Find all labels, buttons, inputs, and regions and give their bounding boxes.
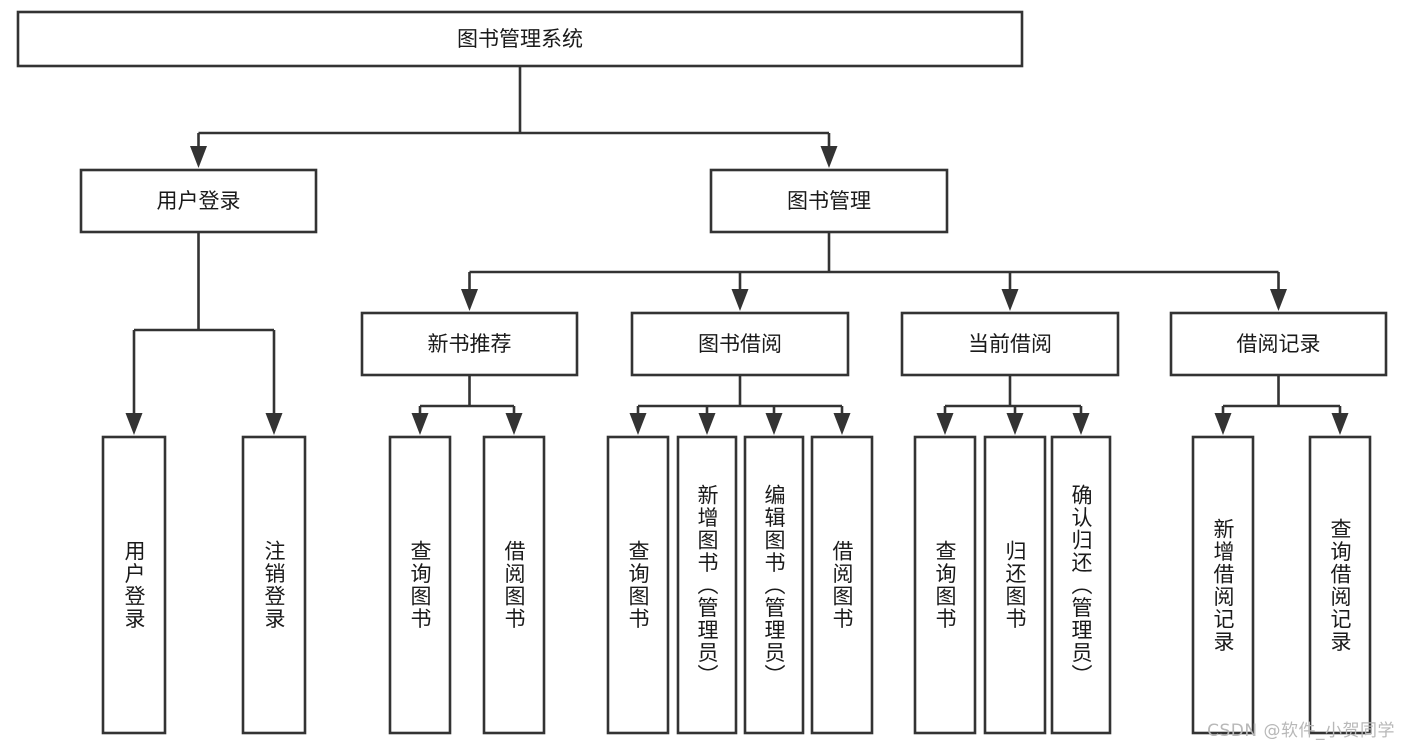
node-label-book-borrow: 图书借阅 (698, 332, 782, 356)
arrow-head-icon (731, 289, 749, 311)
edges-layer (125, 66, 1349, 435)
watermark: CSDN @软件_小贺同学 (1207, 721, 1395, 741)
node-box-leaf-borrow-book-2[interactable] (810, 435, 874, 735)
nodes-layer (16, 10, 1388, 735)
node-label-root: 图书管理系统 (457, 27, 583, 51)
arrow-head-icon (1214, 413, 1232, 435)
arrow-head-icon (698, 413, 716, 435)
node-label-book-manage: 图书管理 (787, 189, 871, 213)
node-box-leaf-return-book[interactable] (983, 435, 1047, 735)
node-box-leaf-query-book-1[interactable] (388, 435, 452, 735)
node-box-leaf-query-book-2[interactable] (606, 435, 670, 735)
node-box-leaf-logout[interactable] (241, 435, 307, 735)
arrow-head-icon (1072, 413, 1090, 435)
node-box-current-borrow[interactable] (900, 311, 1120, 377)
arrow-head-icon (1006, 413, 1024, 435)
node-box-leaf-edit-book[interactable] (743, 435, 805, 735)
arrow-head-icon (833, 413, 851, 435)
node-box-new-book-rec[interactable] (360, 311, 579, 377)
node-label-user-login: 用户登录 (157, 189, 241, 213)
node-box-book-manage[interactable] (709, 168, 949, 234)
node-box-leaf-add-record[interactable] (1191, 435, 1255, 735)
arrow-head-icon (936, 413, 954, 435)
node-label-new-book-rec: 新书推荐 (428, 332, 512, 356)
arrow-head-icon (190, 146, 207, 168)
arrow-head-icon (125, 413, 143, 435)
node-box-borrow-record[interactable] (1169, 311, 1388, 377)
arrow-head-icon (1001, 289, 1019, 311)
node-box-user-login[interactable] (79, 168, 318, 234)
node-box-leaf-borrow-book-1[interactable] (482, 435, 546, 735)
arrow-head-icon (461, 289, 478, 311)
arrow-head-icon (411, 413, 429, 435)
node-label-current-borrow: 当前借阅 (968, 332, 1052, 356)
node-box-book-borrow[interactable] (630, 311, 850, 377)
node-box-leaf-confirm-return[interactable] (1050, 435, 1112, 735)
node-box-leaf-query-book-3[interactable] (913, 435, 977, 735)
arrow-head-icon (1331, 413, 1349, 435)
arrow-head-icon (1270, 289, 1287, 311)
node-box-root[interactable] (16, 10, 1024, 68)
node-box-leaf-add-book[interactable] (676, 435, 738, 735)
arrow-head-icon (765, 413, 783, 435)
arrow-head-icon (629, 413, 647, 435)
node-box-leaf-query-record[interactable] (1308, 435, 1372, 735)
node-box-leaf-user-login[interactable] (101, 435, 167, 735)
arrow-head-icon (265, 413, 283, 435)
arrow-head-icon (820, 146, 838, 168)
arrow-head-icon (505, 413, 523, 435)
node-label-borrow-record: 借阅记录 (1237, 332, 1321, 356)
